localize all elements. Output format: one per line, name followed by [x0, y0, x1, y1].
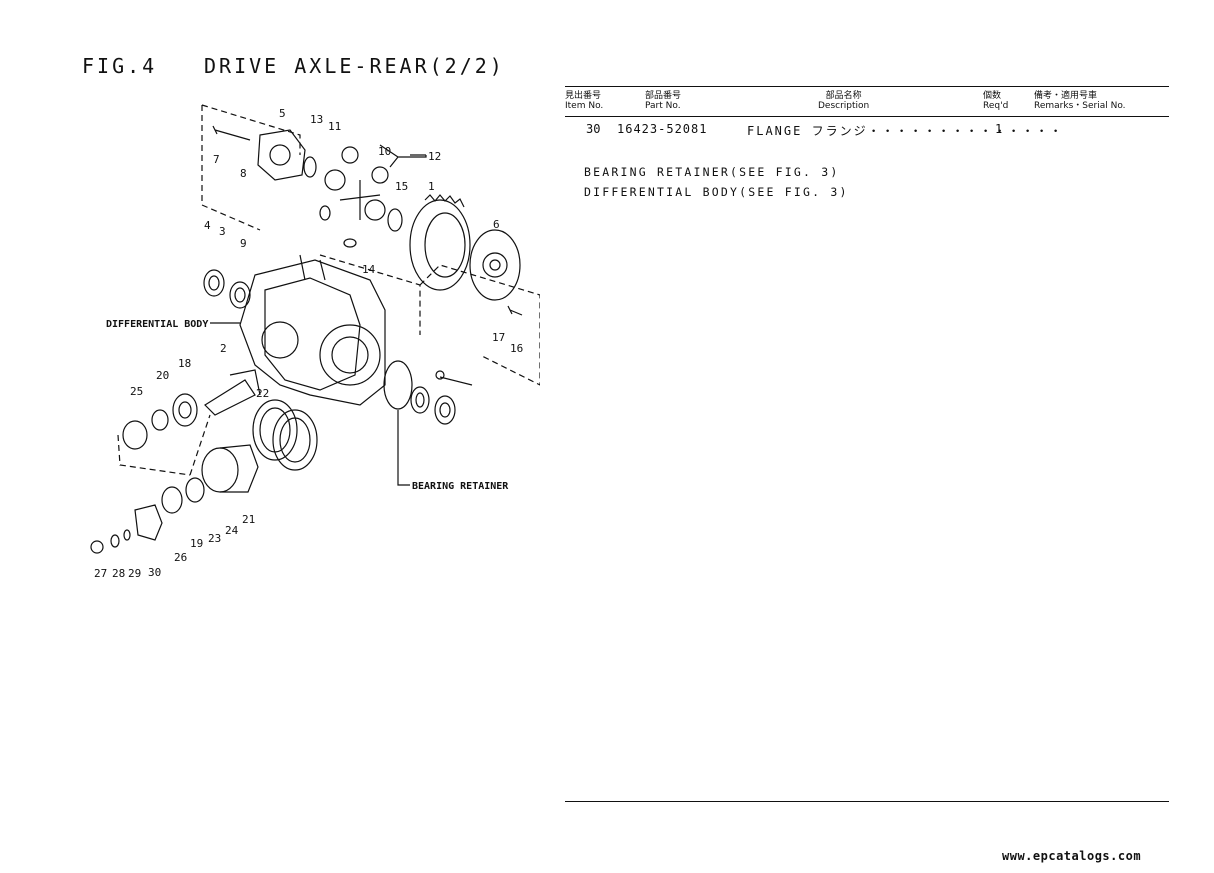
row-item-no: 30 [586, 122, 601, 136]
item-label: 19 [190, 537, 203, 550]
item-label: 8 [240, 167, 247, 180]
table-bottom-rule [565, 801, 1169, 802]
item-label: 18 [178, 357, 191, 370]
item-label: 11 [328, 120, 341, 133]
item-label: 7 [213, 153, 220, 166]
table-row: 30 16423-52081 FLANGE フランジ・・・・・・・・・・・・・・… [565, 122, 1169, 138]
item-label: 29 [128, 567, 141, 580]
item-label: 10 [378, 145, 391, 158]
exploded-view-drawing: DIFFERENTIAL BODY BEARING RETAINER 1 2 3… [90, 104, 540, 580]
item-label: 15 [395, 180, 408, 193]
item-label: 16 [510, 342, 523, 355]
callout-bearing-retainer: BEARING RETAINER [412, 481, 509, 492]
item-label: 24 [225, 524, 239, 537]
item-label: 2 [220, 342, 227, 355]
header-part-no: 部品番号 Part No. [645, 91, 682, 111]
header-remarks: 備考・適用号車 Remarks・Serial No. [1034, 91, 1126, 111]
header-description: 部品名称 Description [818, 91, 870, 111]
figure-title: DRIVE AXLE-REAR(2/2) [204, 54, 505, 78]
note-differential-body: DIFFERENTIAL BODY(SEE FIG. 3) [584, 185, 849, 199]
item-label: 13 [310, 113, 323, 126]
item-label: 30 [148, 566, 161, 579]
exploded-parts-diagram: DIFFERENTIAL BODY BEARING RETAINER 1 2 3… [80, 95, 540, 595]
item-label: 5 [279, 107, 286, 120]
item-label: 6 [493, 218, 500, 231]
figure-number: FIG.4 [82, 54, 158, 78]
item-label: 25 [130, 385, 143, 398]
row-description: FLANGE フランジ・・・・・・・・・・・・・・ [747, 124, 1064, 138]
item-label: 14 [362, 263, 376, 276]
table-top-rule [565, 86, 1169, 87]
item-label: 17 [492, 331, 505, 344]
item-label: 12 [428, 150, 441, 163]
note-bearing-retainer: BEARING RETAINER(SEE FIG. 3) [584, 165, 840, 179]
item-label: 23 [208, 532, 221, 545]
row-part-no: 16423-52081 [617, 122, 708, 136]
item-label: 20 [156, 369, 169, 382]
header-reqd: 個数 Req'd [983, 91, 1009, 111]
item-label: 22 [256, 387, 269, 400]
item-label: 3 [219, 225, 226, 238]
watermark-url: www.epcatalogs.com [1002, 849, 1142, 863]
item-label: 26 [174, 551, 187, 564]
header-item-no: 見出番号 Item No. [565, 91, 604, 111]
item-label: 27 [94, 567, 107, 580]
row-qty: 1 [995, 122, 1003, 136]
item-label: 9 [240, 237, 247, 250]
item-label: 28 [112, 567, 125, 580]
callout-differential-body: DIFFERENTIAL BODY [106, 319, 208, 330]
item-label: 21 [242, 513, 255, 526]
item-label: 1 [428, 180, 435, 193]
table-header-rule [565, 116, 1169, 117]
item-label: 4 [204, 219, 211, 232]
